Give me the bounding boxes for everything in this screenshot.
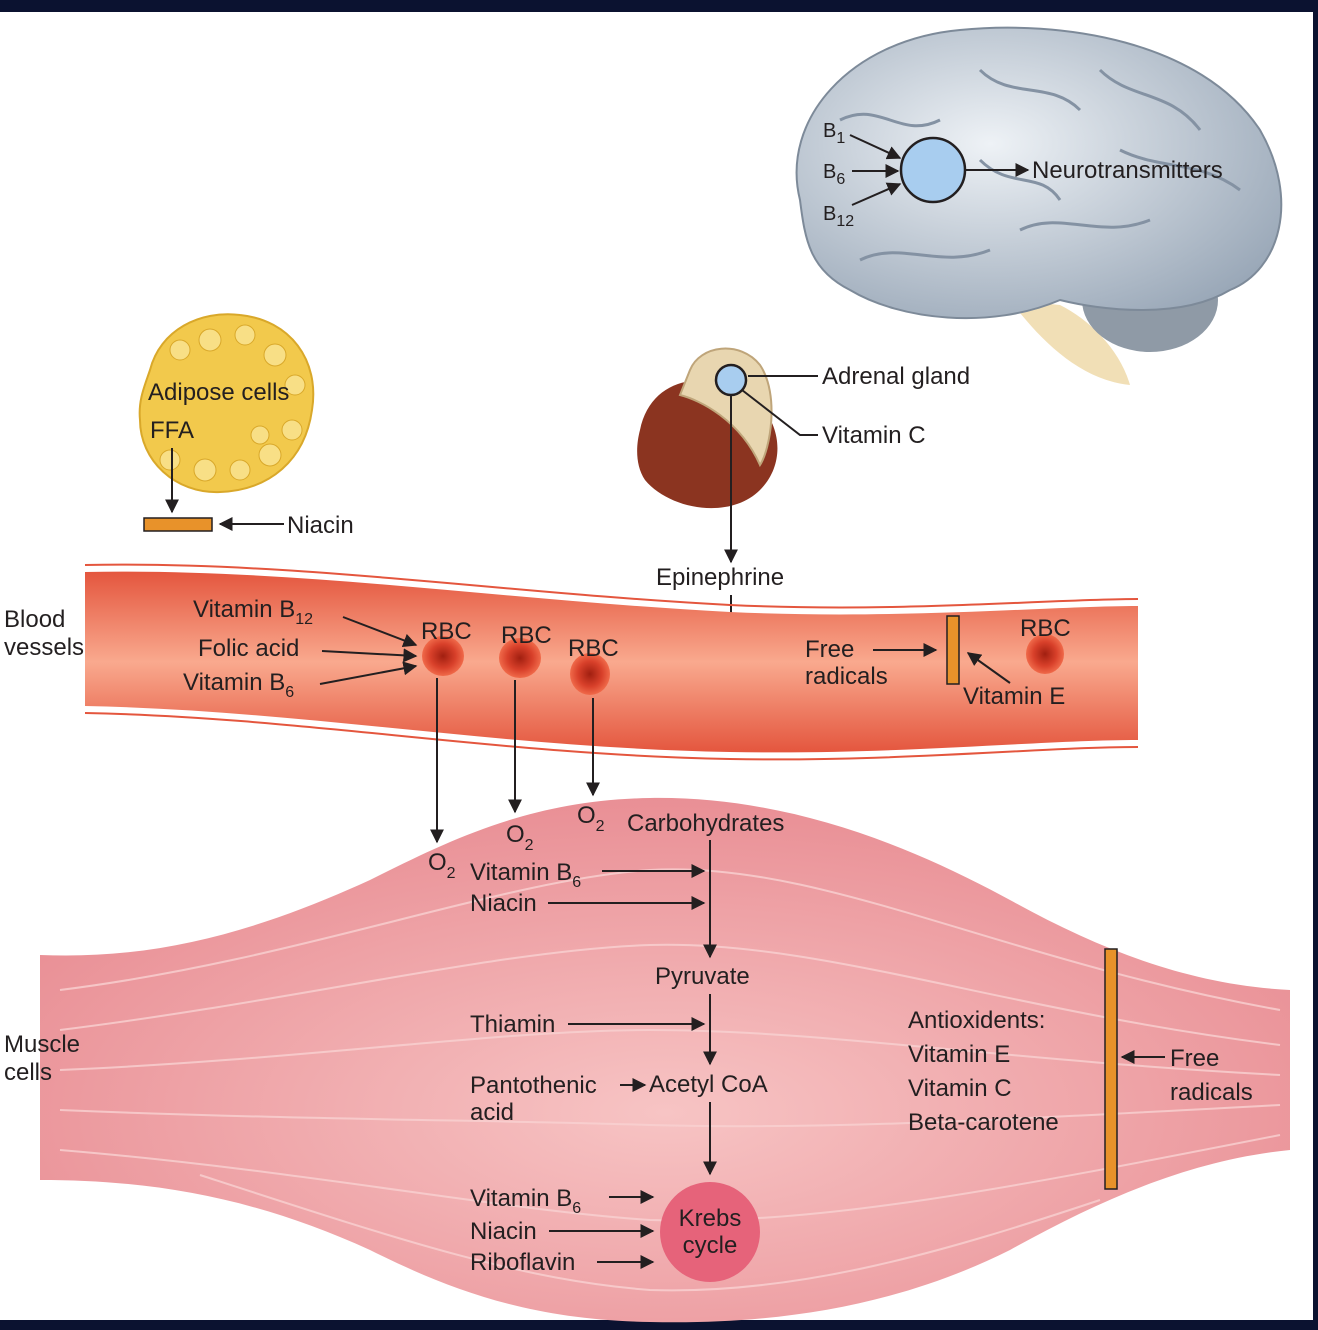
antioxidant-vitamin-c: Vitamin C xyxy=(908,1075,1012,1102)
neurotransmitters-label: Neurotransmitters xyxy=(1032,157,1223,184)
adipose-cells-label: Adipose cells xyxy=(148,379,289,406)
antioxidant-vitamin-e: Vitamin E xyxy=(908,1041,1010,1068)
brain-illustration: B1 B6 B12 Neurotransmitters xyxy=(795,26,1283,385)
ffa-label: FFA xyxy=(150,417,194,444)
pantothenic-label-1: Pantothenic xyxy=(470,1072,597,1099)
riboflavin-label: Riboflavin xyxy=(470,1249,575,1276)
pyruvate-label: Pyruvate xyxy=(655,963,750,990)
krebs-label-1: Krebs xyxy=(679,1205,742,1232)
blood-label-2: vessels xyxy=(4,634,84,661)
blood-vitamin-b6-label: Vitamin B6 xyxy=(183,669,294,701)
adrenal-illustration: Adrenal gland Vitamin C Epinephrine xyxy=(637,347,970,662)
blood-vitamin-b12-label: Vitamin B12 xyxy=(193,596,313,628)
rbc-cell-4 xyxy=(1026,634,1064,674)
oxygen-label-3: O2 xyxy=(577,802,605,835)
adipose-niacin-label: Niacin xyxy=(287,512,354,539)
rbc-label-4: RBC xyxy=(1020,615,1071,642)
blood-vessel xyxy=(84,563,1139,761)
antioxidant-barrier xyxy=(1104,948,1118,1190)
rbc-label-1: RBC xyxy=(421,618,472,645)
pantothenic-label-2: acid xyxy=(470,1099,514,1126)
folic-acid-label: Folic acid xyxy=(198,635,299,662)
antioxidant-beta-carotene: Beta-carotene xyxy=(908,1109,1059,1136)
krebs-cycle-circle xyxy=(660,1182,760,1282)
muscle-vitamin-b6-label: Vitamin B6 xyxy=(470,859,581,891)
blood-free-radicals-2: radicals xyxy=(805,663,888,690)
muscle-free-radicals-1: Free xyxy=(1170,1045,1219,1072)
brain-vitamin-b6: B6 xyxy=(823,161,845,188)
blood-vitamin-e-label: Vitamin E xyxy=(963,683,1065,710)
muscle-tissue xyxy=(40,797,1290,1323)
thiamin-label: Thiamin xyxy=(470,1011,555,1038)
adipose-illustration: Adipose cells FFA Niacin xyxy=(138,313,354,539)
muscle-label-2: cells xyxy=(4,1059,52,1086)
krebs-niacin-label: Niacin xyxy=(470,1218,537,1245)
blood-label-1: Blood xyxy=(4,606,65,633)
blood-free-radicals-1: Free xyxy=(805,636,854,663)
brain-vitamin-b12: B12 xyxy=(823,203,854,230)
oxygen-label-1: O2 xyxy=(428,849,456,882)
muscle-label-1: Muscle xyxy=(4,1031,80,1058)
muscle-niacin-label: Niacin xyxy=(470,890,537,917)
rbc-cell-2 xyxy=(499,638,541,678)
rbc-cell-3 xyxy=(570,653,610,695)
brain-node xyxy=(899,136,967,204)
niacin-block-bar xyxy=(143,517,213,532)
rbc-label-3: RBC xyxy=(568,635,619,662)
rbc-label-2: RBC xyxy=(501,622,552,649)
krebs-vitamin-b6-label: Vitamin B6 xyxy=(470,1185,581,1217)
oxygen-label-2: O2 xyxy=(506,821,534,854)
epinephrine-label: Epinephrine xyxy=(656,564,784,591)
adrenal-node xyxy=(714,363,748,397)
carbohydrates-label: Carbohydrates xyxy=(627,810,784,837)
rbc-cell-1 xyxy=(422,636,464,676)
antioxidents-title: Antioxidents: xyxy=(908,1007,1045,1034)
adrenal-vitamin-c-label: Vitamin C xyxy=(822,422,926,449)
adrenal-gland-label: Adrenal gland xyxy=(822,363,970,390)
acetyl-coa-label: Acetyl CoA xyxy=(649,1071,768,1098)
vitamin-e-barrier xyxy=(946,615,960,685)
muscle-free-radicals-2: radicals xyxy=(1170,1079,1253,1106)
brain-vitamin-b1: B1 xyxy=(823,120,845,147)
krebs-label-2: cycle xyxy=(683,1232,738,1259)
